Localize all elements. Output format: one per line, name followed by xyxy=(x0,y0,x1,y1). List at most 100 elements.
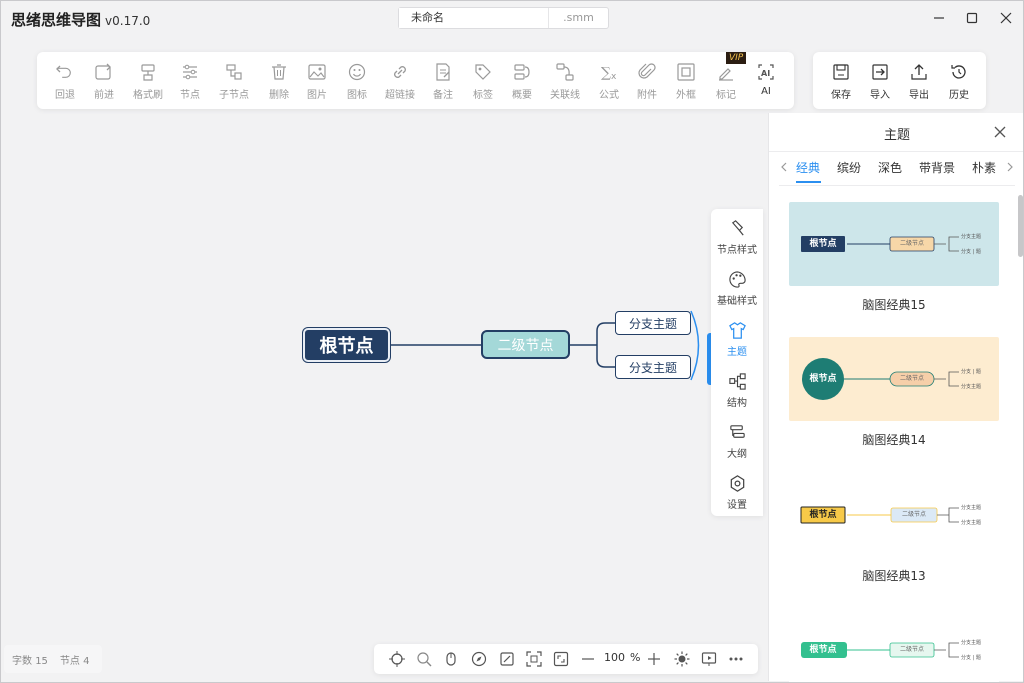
delete-icon xyxy=(272,64,286,80)
sidetab-theme[interactable]: 主题 xyxy=(711,320,763,358)
root-node[interactable]: 根节点 xyxy=(303,328,390,362)
toolbar-label: 回退 xyxy=(55,90,75,101)
theme-branch-label: 分支 | 题 xyxy=(961,655,981,661)
toolbar-history-button[interactable]: 历史 xyxy=(939,62,979,101)
tab-underline xyxy=(796,181,821,183)
tab-classic[interactable]: 经典 xyxy=(796,161,821,175)
sidetab-label: 基础样式 xyxy=(717,296,757,307)
hand-mode-button[interactable] xyxy=(442,650,460,668)
mark-icon xyxy=(719,68,733,81)
theme-second-label: 二级节点 xyxy=(899,375,924,382)
toolbar-save-button[interactable]: 保存 xyxy=(821,62,861,101)
theme-second-label: 二级节点 xyxy=(899,240,924,247)
sidetab-structure[interactable]: 结构 xyxy=(711,371,763,409)
toolbar-hyperlink-button[interactable]: 超链接 xyxy=(380,62,420,101)
theme-card[interactable]: 根节点二级节点分支 | 题分支主题 xyxy=(789,337,999,421)
vip-badge: VIP xyxy=(726,52,747,64)
theme-branch-label: 分支主题 xyxy=(961,505,982,511)
bottom-toolbar: 100 % xyxy=(374,644,758,674)
theme-card[interactable]: 根节点二级节点分支主题分支 | 题 xyxy=(789,202,999,286)
minimize-button[interactable] xyxy=(928,8,950,28)
toolbar-label: 保存 xyxy=(831,90,851,101)
main-toolbar: 回退 前进 格式刷节点子节点删除图片图标超链接备注标签概要关联线 ∑x 公式附件外框标记… xyxy=(37,52,794,109)
second-level-node[interactable]: 二级节点 xyxy=(481,330,570,359)
close-window-button[interactable] xyxy=(995,8,1017,28)
toolbar-export-button[interactable]: 导出 xyxy=(899,62,939,101)
toolbar-label: 公式 xyxy=(599,90,619,101)
formula-icon: ∑x xyxy=(601,65,617,82)
toolbar-icon-button[interactable]: 图标 xyxy=(337,62,377,101)
zoom-unit: % xyxy=(630,651,641,664)
node-icon xyxy=(183,64,197,80)
maximize-button[interactable] xyxy=(961,8,983,28)
toolbar-formula-button[interactable]: ∑x 公式 xyxy=(589,62,629,101)
sidetab-base-style[interactable]: 基础样式 xyxy=(711,269,763,307)
toolbar-summary-button[interactable]: 概要 xyxy=(502,62,542,101)
sidetab-outline[interactable]: 大纲 xyxy=(711,422,763,460)
save-icon xyxy=(833,64,849,80)
zoom-in-button[interactable] xyxy=(645,650,663,668)
filename-box: .smm xyxy=(398,7,609,29)
panel-title: 主题 xyxy=(883,128,910,143)
emoji-icon xyxy=(348,63,366,81)
fit-canvas-button[interactable] xyxy=(525,650,543,668)
toolbar-child-node-button[interactable]: 子节点 xyxy=(214,62,254,101)
theme-card[interactable]: 根节点二级节点分支主题分支主题 xyxy=(789,473,999,557)
tab-dark[interactable]: 深色 xyxy=(878,161,903,175)
navigator-button[interactable] xyxy=(470,650,488,668)
tag-icon xyxy=(475,64,491,80)
toolbar-mark-button[interactable]: 标记 xyxy=(706,62,746,101)
theme-root-label: 根节点 xyxy=(809,374,837,384)
panel-scrollbar[interactable] xyxy=(1018,195,1023,257)
tabs-divider xyxy=(779,185,1015,186)
branch-node[interactable]: 分支主题 xyxy=(615,355,691,379)
undo-icon xyxy=(56,65,71,78)
toolbar-import-button[interactable]: 导入 xyxy=(860,62,900,101)
sidetab-node-style[interactable]: 节点样式 xyxy=(711,218,763,256)
locate-button[interactable] xyxy=(388,650,406,668)
toolbar-redo-button[interactable]: 前进 xyxy=(84,62,124,101)
toolbar-undo-button[interactable]: 回退 xyxy=(45,62,85,101)
toolbar-attachment-button[interactable]: 附件 xyxy=(627,62,667,101)
sidetab-label: 节点样式 xyxy=(717,245,757,256)
chevron-left-icon[interactable] xyxy=(780,162,788,172)
attachment-icon xyxy=(638,63,656,79)
toolbar-image-button[interactable]: 图片 xyxy=(297,62,337,101)
theme-name: 脑图经典14 xyxy=(862,433,926,447)
zoom-out-button[interactable] xyxy=(579,650,597,668)
theme-branch-label: 分支主题 xyxy=(961,234,982,240)
tab-with-background[interactable]: 带背景 xyxy=(919,161,956,175)
close-panel-button[interactable] xyxy=(994,123,1006,142)
toolbar-label: 子节点 xyxy=(219,90,249,101)
theme-mode-button[interactable] xyxy=(673,650,691,668)
toolbar-node-button[interactable]: 节点 xyxy=(170,62,210,101)
toolbar-tag-button[interactable]: 标签 xyxy=(463,62,503,101)
branch-node[interactable]: 分支主题 xyxy=(615,311,691,335)
mindmap-connectors xyxy=(390,310,700,381)
tab-colorful[interactable]: 缤纷 xyxy=(837,161,862,175)
theme-card[interactable]: 根节点二级节点分支主题分支 | 题 xyxy=(789,608,999,683)
close-icon xyxy=(994,126,1006,138)
fullscreen-button[interactable] xyxy=(552,650,570,668)
toolbar-note-button[interactable]: 备注 xyxy=(423,62,463,101)
toolbar-format-painter-button[interactable]: 格式刷 xyxy=(128,62,168,101)
toolbar-frame-button[interactable]: 外框 xyxy=(666,62,706,101)
more-button[interactable] xyxy=(727,650,745,668)
demo-mode-button[interactable] xyxy=(700,650,718,668)
search-button[interactable] xyxy=(415,650,433,668)
toolbar-delete-button[interactable]: 删除 xyxy=(259,62,299,101)
compass-icon xyxy=(471,651,487,667)
structure-icon xyxy=(728,372,746,390)
sidetab-settings[interactable]: 设置 xyxy=(711,473,763,511)
chevron-right-icon[interactable] xyxy=(1006,162,1014,172)
tab-simple[interactable]: 朴素 xyxy=(972,161,997,175)
outline-icon xyxy=(729,424,745,438)
toolbar-label: 前进 xyxy=(94,90,114,101)
edit-button[interactable] xyxy=(498,650,516,668)
toolbar-label: 超链接 xyxy=(385,90,415,101)
theme-branch-label: 分支主题 xyxy=(961,520,982,526)
toolbar-association-button[interactable]: 关联线 xyxy=(545,62,585,101)
filename-input[interactable] xyxy=(399,8,549,28)
